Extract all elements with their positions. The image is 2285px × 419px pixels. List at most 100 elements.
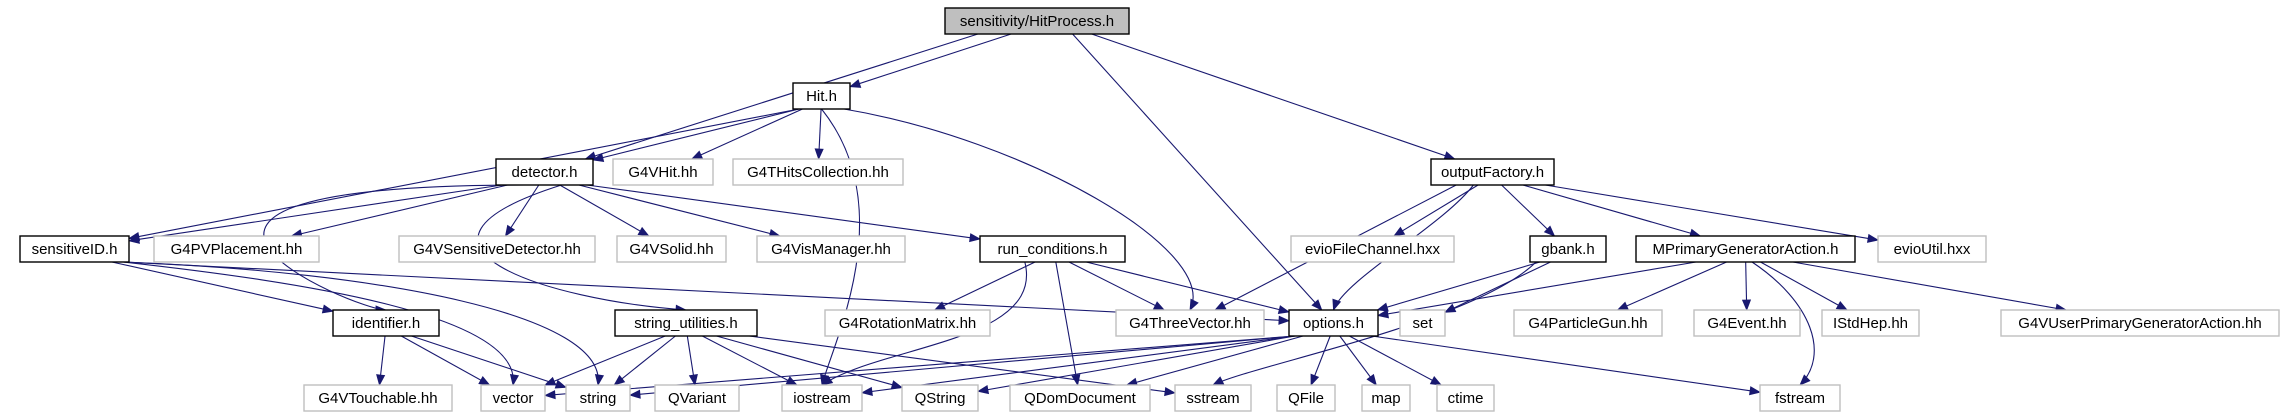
node-g4vismanager-hh: G4VisManager.hh xyxy=(756,235,906,263)
edge-detector_h-to-G4VSensitiveDetector_hh xyxy=(504,184,540,237)
node-box xyxy=(614,309,758,337)
node-hitprocess-h[interactable]: sensitivity/HitProcess.h xyxy=(944,7,1130,35)
node-label: options.h xyxy=(1303,315,1364,332)
node-gbank-h[interactable]: gbank.h xyxy=(1529,235,1607,263)
edge-line xyxy=(629,335,1296,396)
node-label: G4VisManager.hh xyxy=(771,241,891,258)
edge-options_h-to-string xyxy=(628,335,1296,399)
edge-detector_h-to-sensitiveID_h xyxy=(127,184,503,244)
node-identifier-h[interactable]: identifier.h xyxy=(332,309,440,337)
node-label: G4PVPlacement.hh xyxy=(171,241,303,258)
arrow-head xyxy=(1741,299,1752,312)
node-box xyxy=(732,158,904,186)
node-box xyxy=(612,158,714,186)
node-label: identifier.h xyxy=(352,315,420,332)
node-box xyxy=(792,82,851,110)
node-label: G4ParticleGun.hh xyxy=(1528,315,1647,332)
edge-line xyxy=(1501,184,1555,237)
node-label: detector.h xyxy=(512,164,578,181)
edge-line xyxy=(934,261,1036,311)
edge-line xyxy=(400,335,490,386)
node-g4vuserprimarygeneratoraction-hh: G4VUserPrimaryGeneratorAction.hh xyxy=(2000,309,2280,337)
edge-gbank_h-to-options_h xyxy=(1376,261,1541,312)
arrow-head xyxy=(1310,373,1320,387)
edge-MPrimaryGeneratorAction_h-to-options_h xyxy=(1376,261,1697,319)
arrow-head xyxy=(1366,373,1377,386)
edge-line xyxy=(122,261,599,386)
node-box xyxy=(1436,384,1495,412)
node-box xyxy=(565,384,631,412)
node-box xyxy=(944,7,1130,35)
edge-HitProcess_h-to-Hit_h xyxy=(848,33,1012,88)
edge-sensitiveID_h-to-identifier_h xyxy=(111,261,335,314)
arrow-head xyxy=(1152,301,1166,311)
node-outputfactory-h[interactable]: outputFactory.h xyxy=(1430,158,1555,186)
arrow-head xyxy=(1616,301,1629,311)
edge-outputFactory_h-to-gbank_h xyxy=(1501,184,1556,237)
edge-string_utilities_h-to-sstream xyxy=(749,335,1177,397)
edge-line xyxy=(977,335,1296,392)
edge-line xyxy=(585,33,979,160)
edge-outputFactory_h-to-evioFileChannel_hxx xyxy=(1393,184,1479,237)
node-sensitiveid-h[interactable]: sensitiveID.h xyxy=(19,235,130,263)
edge-line xyxy=(111,261,334,312)
node-label: G4VTouchable.hh xyxy=(318,390,437,407)
node-box xyxy=(153,235,320,263)
edge-options_h-to-QFile xyxy=(1310,335,1331,387)
node-options-h[interactable]: options.h xyxy=(1288,309,1379,337)
edge-line xyxy=(1393,184,1479,237)
node-g4rotationmatrix-hh: G4RotationMatrix.hh xyxy=(824,309,991,337)
node-g4vsolid-hh: G4VSolid.hh xyxy=(616,235,727,263)
node-label: MPrimaryGeneratorAction.h xyxy=(1653,241,1839,258)
node-hit-h[interactable]: Hit.h xyxy=(792,82,851,110)
node-evioutil-hxx: evioUtil.hxx xyxy=(1877,235,1987,263)
node-label: string_utilities.h xyxy=(634,315,737,332)
node-iostream: iostream xyxy=(781,384,863,412)
node-fstream: fstream xyxy=(1759,384,1841,412)
edge-MPrimaryGeneratorAction_h-to-G4Event_hh xyxy=(1741,261,1752,312)
node-box xyxy=(1361,384,1411,412)
edge-line xyxy=(1751,261,1815,386)
edge-line xyxy=(1349,335,1442,386)
edge-Hit_h-to-G4VHit_hh xyxy=(690,108,803,160)
node-box xyxy=(654,384,740,412)
node-mprimarygeneratoraction-h[interactable]: MPrimaryGeneratorAction.h xyxy=(1635,235,1856,263)
arrow-head xyxy=(628,389,641,399)
node-box xyxy=(1009,384,1151,412)
arrow-head xyxy=(1835,300,1848,311)
edge-line xyxy=(749,335,1176,394)
arrow-head xyxy=(376,374,386,387)
edge-line xyxy=(1760,261,1848,311)
node-label: sstream xyxy=(1186,390,1239,407)
arrow-head xyxy=(1866,233,1880,243)
node-detector-h[interactable]: detector.h xyxy=(495,158,594,186)
edge-line xyxy=(1068,261,1165,311)
edge-outputFactory_h-to-evioUtil_hxx xyxy=(1545,184,1880,243)
edge-Hit_h-to-G4ThreeVector_hh xyxy=(843,108,1199,311)
node-string-utilities-h[interactable]: string_utilities.h xyxy=(614,309,758,337)
edge-sensitiveID_h-to-options_h xyxy=(122,261,1291,325)
node-istdhep-hh: IStdHep.hh xyxy=(1821,309,1920,337)
arrow-head xyxy=(688,374,698,387)
edge-sensitiveID_h-to-vector xyxy=(122,261,520,387)
node-box xyxy=(1174,384,1252,412)
edge-HitProcess_h-to-detector_h xyxy=(584,33,979,161)
edge-HitProcess_h-to-outputFactory_h xyxy=(1091,33,1456,160)
node-label: set xyxy=(1412,315,1433,332)
node-box xyxy=(1115,309,1265,337)
node-string: string xyxy=(565,384,631,412)
edge-line xyxy=(1212,261,1537,386)
node-box xyxy=(1399,309,1446,337)
node-run-conditions-h[interactable]: run_conditions.h xyxy=(979,235,1126,263)
node-box xyxy=(1635,235,1856,263)
node-box xyxy=(19,235,130,263)
arrow-head xyxy=(1749,386,1762,396)
arrow-head xyxy=(860,386,873,396)
edge-line xyxy=(592,108,800,161)
node-label: vector xyxy=(493,390,534,407)
node-set: set xyxy=(1399,309,1446,337)
arrow-head xyxy=(554,379,568,389)
edge-line xyxy=(861,335,1296,394)
edge-line xyxy=(1617,261,1727,311)
